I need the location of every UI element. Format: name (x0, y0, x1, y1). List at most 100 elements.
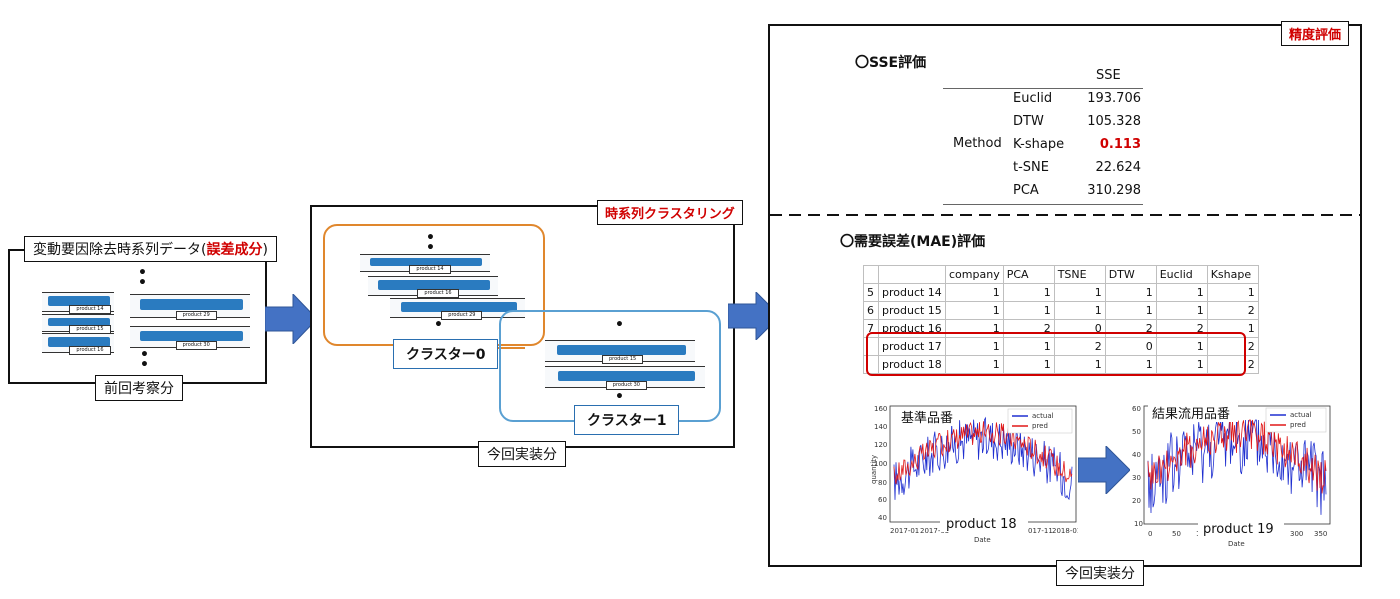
mae-cell: 1 (1002, 283, 1055, 302)
chart-left-legend: actual pred (1007, 408, 1073, 434)
chart-left-ylabel: quantity (870, 455, 878, 484)
previous-analysis-caption: 前回考察分 (95, 375, 183, 401)
chart-right-xtick: 350 (1314, 530, 1327, 538)
sse-method-pca: PCA (1013, 183, 1039, 198)
chart-left-series (893, 416, 1073, 501)
mae-header-cell: Euclid (1155, 265, 1208, 284)
sse-value-tsne: 22.624 (1095, 160, 1142, 175)
sse-value-euclid: 193.706 (1087, 91, 1141, 106)
chart-right-yticks: 60 50 40 30 20 10 (1132, 405, 1143, 528)
chart-left-xtick: 2017-01 (890, 527, 919, 535)
mini-plot-product-15: product 15 (42, 314, 114, 334)
cluster0-plot-product-16: product 16 (368, 276, 498, 298)
ellipsis-dots: • (434, 317, 443, 333)
mae-row-idx: 6 (863, 301, 879, 320)
chart-left-xtick: 2018-01 (1052, 527, 1078, 535)
sse-header-rule (943, 88, 1143, 89)
chart-right-ytick: 40 (1132, 451, 1141, 459)
mae-row-name: product 14 (878, 283, 946, 302)
chart-left-ytick: 100 (874, 460, 887, 468)
legend-pred: pred (1032, 422, 1048, 430)
mae-header-cell: PCA (1002, 265, 1055, 284)
chart-left-xtick: 017-11 (1028, 527, 1053, 535)
sse-value-kshape: 0.113 (1099, 137, 1141, 152)
chart-right-xlabel: Date (1228, 540, 1245, 548)
chart-product-18: 160 140 120 100 80 60 40 quantity 2017-0… (870, 405, 1078, 544)
mae-cell: 1 (1104, 283, 1157, 302)
mae-row-name: product 15 (878, 301, 946, 320)
highlight-rows-outline (866, 332, 1246, 376)
sse-value-pca: 310.298 (1087, 183, 1141, 198)
ellipsis-dots: • (615, 317, 624, 333)
mae-row-idx: 5 (863, 283, 879, 302)
clustering-caption: 今回実装分 (478, 441, 566, 467)
clustering-title: 時系列クラスタリング (597, 200, 743, 225)
ellipsis-dots: •• (426, 230, 435, 256)
mae-heading: 〇需要誤差(MAE)評価 (840, 234, 986, 250)
mae-cell: 1 (1053, 283, 1106, 302)
chart-right-ytick: 50 (1132, 428, 1141, 436)
mae-cell: 1 (945, 283, 1004, 302)
chart-left-yticks: 160 140 120 100 80 60 40 (874, 405, 887, 522)
legend-pred: pred (1290, 421, 1306, 429)
table-row: product 18 1 1 1 1 1 2 (863, 355, 1259, 374)
table-row: 5 product 14 1 1 1 1 1 1 (863, 283, 1259, 302)
mae-cell: 1 (1002, 301, 1055, 320)
chart-right-ytick: 10 (1134, 520, 1143, 528)
chart-right-legend: actual pred (1265, 407, 1327, 433)
sse-method-euclid: Euclid (1013, 91, 1053, 106)
chart-product-19: 60 50 40 30 20 10 0 50 10 300 350 Date 結… (1132, 404, 1331, 548)
cluster-1-label: クラスター1 (574, 405, 680, 435)
sse-heading: 〇SSE評価 (855, 55, 927, 71)
ellipsis-dots: •• (140, 347, 149, 373)
mae-cell: 2 (1206, 301, 1259, 320)
chart-left-ytick: 60 (878, 496, 887, 504)
sse-col-header: SSE (1096, 68, 1121, 83)
mini-plot-product-30: product 30 (130, 326, 250, 350)
mini-plot-product-14: product 14 (42, 292, 114, 314)
cluster0-plot-product-14: product 14 (360, 254, 490, 274)
sse-footer-rule (943, 204, 1143, 205)
chart-left-ytick: 120 (874, 441, 887, 449)
mae-cell: 1 (1155, 283, 1208, 302)
mae-header-idx (863, 265, 879, 284)
chart-left-product-label: product 18 (946, 517, 1017, 532)
chart-right-ytick: 30 (1132, 474, 1141, 482)
section-divider (770, 214, 1360, 216)
chart-right-ytick: 60 (1132, 405, 1141, 413)
chart-right-product-label: product 19 (1203, 522, 1274, 537)
chart-right-xtick: 300 (1290, 530, 1303, 538)
mae-cell: 1 (945, 301, 1004, 320)
series-pred-line (893, 421, 1073, 485)
chart-right-ytick: 20 (1132, 497, 1141, 505)
error-component-highlight: 誤差成分 (206, 242, 263, 258)
mae-header-cell: Kshape (1206, 265, 1259, 284)
chart-left-title: 基準品番 (901, 410, 953, 426)
series-pred-line (1147, 418, 1327, 494)
chart-left-ytick: 160 (874, 405, 887, 413)
sse-method-kshape: K-shape (1013, 137, 1065, 152)
chart-left-ytick: 80 (878, 479, 887, 487)
sse-method-tsne: t-SNE (1013, 160, 1049, 175)
chart-left-ytick: 140 (874, 423, 887, 431)
mae-cell: 1 (1206, 283, 1259, 302)
mae-header-row: company PCA TSNE DTW Euclid Kshape (863, 265, 1259, 284)
right-arrow-icon (1078, 446, 1130, 494)
cluster1-plot-product-15: product 15 (545, 340, 695, 364)
legend-actual: actual (1032, 412, 1054, 420)
cluster0-plot-product-29: product 29 (390, 298, 525, 320)
legend-actual: actual (1290, 411, 1312, 419)
mae-cell: 1 (1155, 301, 1208, 320)
mini-plot-product-29: product 29 (130, 294, 250, 320)
chart-right-title: 結果流用品番 (1152, 407, 1230, 422)
mae-header-cell: DTW (1104, 265, 1157, 284)
mae-cell: 1 (1104, 301, 1157, 320)
chart-left-ytick: 40 (878, 514, 887, 522)
mae-header-name (878, 265, 946, 284)
table-row: 6 product 15 1 1 1 1 1 2 (863, 301, 1259, 320)
ellipsis-dots: • (615, 389, 624, 405)
mae-cell: 1 (945, 355, 1004, 374)
sse-row-group-label: Method (953, 136, 1002, 151)
mini-plot-product-16: product 16 (42, 333, 114, 355)
mae-header-cell: TSNE (1053, 265, 1106, 284)
